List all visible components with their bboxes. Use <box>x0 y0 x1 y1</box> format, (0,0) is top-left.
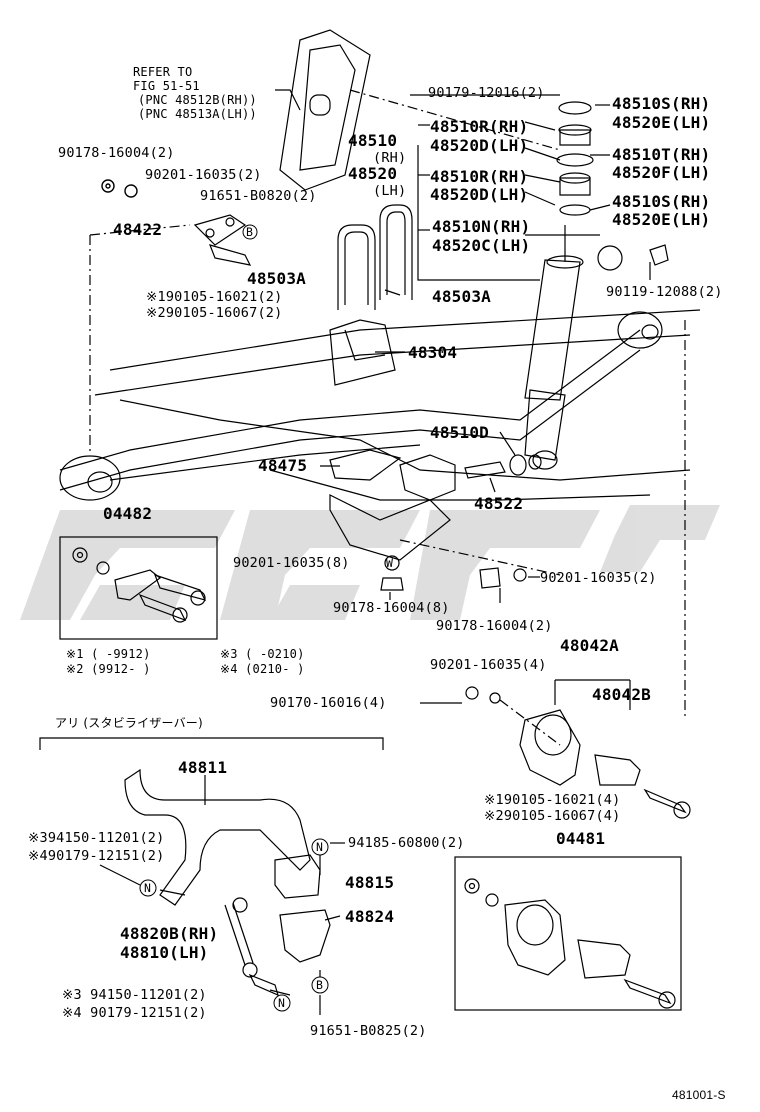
label-n3-94150-11201-b: ※3 94150-11201(2) <box>62 987 207 1003</box>
refer-line-2: FIG 51-51 <box>133 79 200 93</box>
label-48510s-rh-2: 48510S(RH) <box>612 192 711 211</box>
label-48520d-lh-2: 48520D(LH) <box>430 185 529 204</box>
label-90119-12088: 90119-12088(2) <box>606 284 723 300</box>
label-48475: 48475 <box>258 456 308 475</box>
label-91651-b0825: 91651-B0825(2) <box>310 1023 427 1039</box>
label-48510: 48510 <box>348 131 398 150</box>
label-48510n-rh: 48510N(RH) <box>432 217 531 236</box>
note-2: ※2 (9912- ) <box>66 662 151 676</box>
tag-n-left: N <box>144 881 152 895</box>
label-48304: 48304 <box>408 343 458 362</box>
label-90178-16004-mid: 90178-16004(2) <box>436 618 553 634</box>
label-04481: 04481 <box>556 829 606 848</box>
label-48503a-left: 48503A <box>247 269 306 288</box>
label-n2-90105-16067-4: ※290105-16067(4) <box>484 808 621 824</box>
label-48510-rh: (RH) <box>373 150 407 166</box>
label-48520: 48520 <box>348 164 398 183</box>
label-48520e-lh-1: 48520E(LH) <box>612 113 711 132</box>
label-48503a-right: 48503A <box>432 287 491 306</box>
label-90201-16035-top: 90201-16035(2) <box>145 167 262 183</box>
label-90179-12016: 90179-12016(2) <box>428 85 545 101</box>
label-90201-16035-4: 90201-16035(4) <box>430 657 547 673</box>
label-04482: 04482 <box>103 504 153 523</box>
label-48510s-rh-1: 48510S(RH) <box>612 94 711 113</box>
label-48820b-rh: 48820B(RH) <box>120 924 219 943</box>
tag-b-bottom: B <box>316 978 324 992</box>
refer-line-3: (PNC 48512B(RH)) <box>138 93 257 107</box>
tag-w: W <box>386 556 394 570</box>
label-n2-90105-16067: ※290105-16067(2) <box>146 305 283 321</box>
label-n1-90105-16021-4: ※190105-16021(4) <box>484 792 621 808</box>
label-48510d: 48510D <box>430 423 489 442</box>
label-stabilizer-heading: アリ (スタビライザーバー) <box>55 716 203 730</box>
label-48510r-rh-1: 48510R(RH) <box>430 117 529 136</box>
label-90201-16035-mid: 90201-16035(2) <box>540 570 657 586</box>
label-n1-90105-16021: ※190105-16021(2) <box>146 289 283 305</box>
label-91651-b0820: 91651-B0820(2) <box>200 188 317 204</box>
note-1: ※1 ( -9912) <box>66 647 151 661</box>
note-4: ※4 (0210- ) <box>220 662 305 676</box>
label-48520f-lh: 48520F(LH) <box>612 163 711 182</box>
label-n4-90179-12151-a: ※490179-12151(2) <box>28 848 165 864</box>
refer-line-1: REFER TO <box>133 65 193 79</box>
label-48042b: 48042B <box>592 685 651 704</box>
note-3: ※3 ( -0210) <box>220 647 305 661</box>
tag-b-top: B <box>246 225 254 239</box>
label-90170-16016-4: 90170-16016(4) <box>270 695 387 711</box>
label-48510r-rh-2: 48510R(RH) <box>430 167 529 186</box>
label-90178-16004-8: 90178-16004(8) <box>333 600 450 616</box>
refer-line-4: (PNC 48513A(LH)) <box>138 107 257 121</box>
label-48522: 48522 <box>474 494 524 513</box>
label-48042a: 48042A <box>560 636 619 655</box>
label-94185-60800: 94185-60800(2) <box>348 835 465 851</box>
label-48422: 48422 <box>113 220 163 239</box>
label-48510t-rh: 48510T(RH) <box>612 145 711 164</box>
label-48520e-lh-2: 48520E(LH) <box>612 210 711 229</box>
label-90201-16035-8: 90201-16035(8) <box>233 555 350 571</box>
label-48815: 48815 <box>345 873 395 892</box>
tag-n-bottom: N <box>278 996 286 1010</box>
label-48811: 48811 <box>178 758 228 777</box>
tag-n-mid: N <box>316 840 324 854</box>
label-48824: 48824 <box>345 907 395 926</box>
label-48810-lh: 48810(LH) <box>120 943 209 962</box>
label-90178-16004-top: 90178-16004(2) <box>58 145 175 161</box>
linework <box>39 29 701 1015</box>
label-48520d-lh-1: 48520D(LH) <box>430 136 529 155</box>
label-n4-90179-12151-b: ※4 90179-12151(2) <box>62 1005 207 1021</box>
label-48520c-lh: 48520C(LH) <box>432 236 531 255</box>
small-nuts <box>101 179 138 198</box>
figure-code: 481001-S <box>672 1088 726 1102</box>
label-48520-lh: (LH) <box>373 183 407 199</box>
label-n3-94150-11201-a: ※394150-11201(2) <box>28 830 165 846</box>
circle-tags <box>139 224 329 1012</box>
